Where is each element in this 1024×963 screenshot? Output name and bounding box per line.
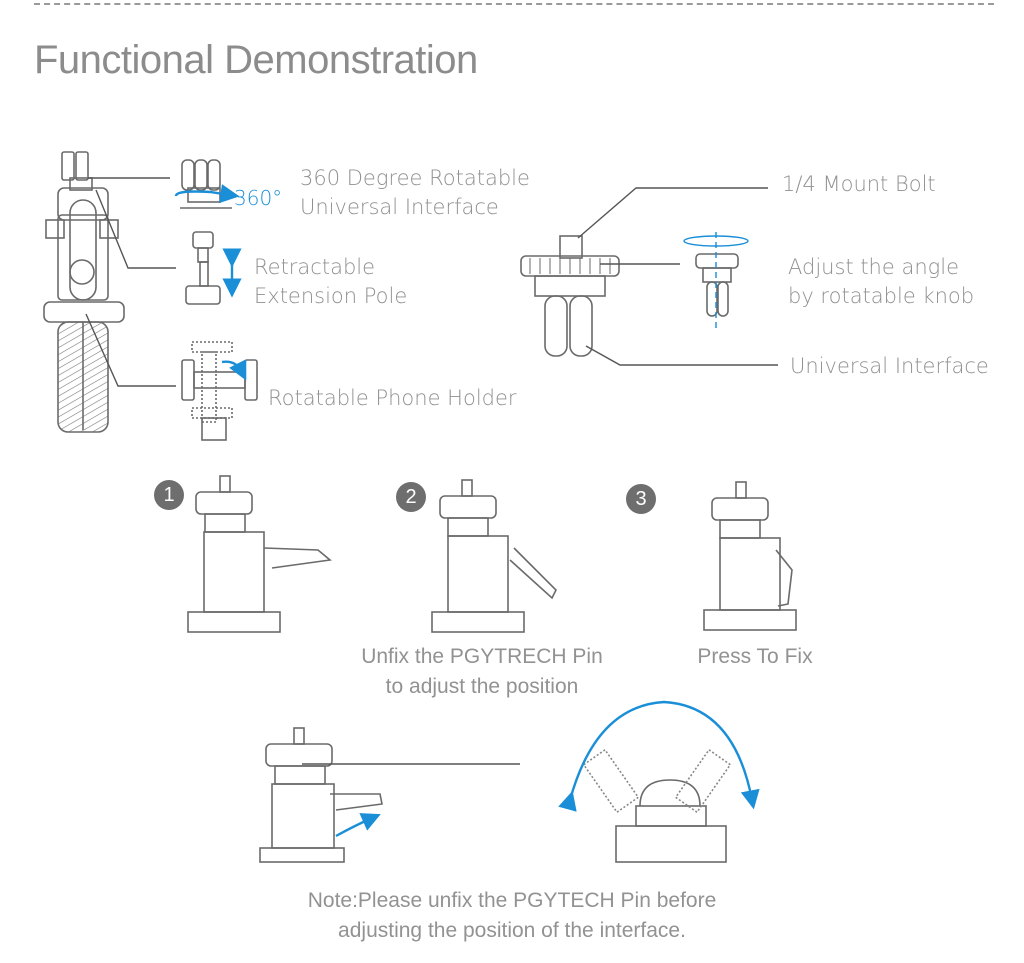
phone-rotate-arrow-icon	[221, 359, 247, 381]
swing-interface-illustration	[582, 748, 732, 863]
callout-extension-pole: Retractable Extension Pole	[254, 253, 407, 311]
page-title: Functional Demonstration	[34, 38, 478, 82]
leader-lines-left	[85, 177, 176, 387]
step-badge-2: 2	[396, 482, 426, 512]
mount-bolt-adapter-illustration	[520, 235, 620, 357]
selfie-stick-illustration	[43, 151, 125, 433]
caption-line: Unfix the PGYTRECH Pin	[361, 645, 603, 668]
callout-line: Universal Interface	[300, 195, 499, 219]
callout-phone-holder: Rotatable Phone Holder	[268, 384, 517, 413]
step-2-caption: Unfix the PGYTRECH Pin to adjust the pos…	[340, 642, 624, 702]
callout-universal-interface: Universal Interface	[790, 354, 989, 378]
phone-holder-illustration	[181, 341, 258, 441]
step-3-illustration	[703, 481, 797, 631]
rotation-degree-label: 360°	[234, 186, 283, 210]
callout-adjust-angle: Adjust the angle by rotatable knob	[788, 253, 974, 311]
leader-lines-right	[577, 187, 778, 366]
curved-arrow-icon	[335, 813, 381, 838]
step-badge-3: 3	[626, 484, 656, 514]
callout-line: Adjust the angle	[788, 255, 959, 279]
caption-line: to adjust the position	[385, 675, 579, 698]
callout-line: by rotatable knob	[788, 284, 975, 308]
callout-mount-bolt: 1/4 Mount Bolt	[782, 172, 936, 196]
dashed-divider	[34, 3, 994, 5]
arc-double-arrow-icon	[558, 700, 760, 812]
step-1-illustration	[187, 475, 332, 633]
rotate-arrow-icon	[174, 184, 240, 204]
rotatable-mount-illustration	[180, 159, 232, 209]
note-line: adjusting the position of the interface.	[338, 919, 686, 942]
step-badge-1: 1	[154, 480, 184, 510]
callout-line: Extension Pole	[254, 284, 408, 308]
note-text: Note:Please unfix the PGYTECH Pin before…	[212, 886, 812, 946]
extension-pole-illustration	[185, 231, 221, 305]
callout-line: Rotatable Phone Holder	[268, 386, 517, 410]
rotatable-knob-illustration	[695, 253, 739, 317]
callout-rotatable-interface: 360 Degree Rotatable Universal Interface	[300, 164, 530, 222]
pin-unfix-illustration	[259, 727, 383, 863]
note-line: Note:Please unfix the PGYTECH Pin before	[307, 889, 717, 912]
step-3-caption: Press To Fix	[697, 645, 813, 668]
step-2-illustration	[431, 479, 557, 633]
callout-line: 360 Degree Rotatable	[300, 166, 530, 190]
callout-line: Retractable	[254, 255, 376, 279]
